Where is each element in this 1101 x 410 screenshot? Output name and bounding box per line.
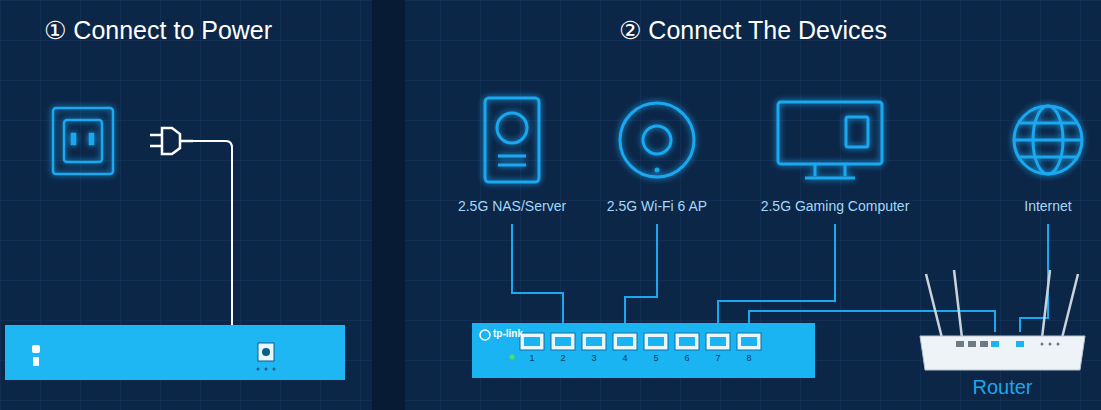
ap-drawing-svg <box>572 92 742 188</box>
router: Router <box>920 332 1085 406</box>
ap-drawing <box>572 92 742 188</box>
device-label: Internet <box>963 198 1101 214</box>
port-number: 7 <box>708 353 728 363</box>
switch-ports <box>472 323 815 378</box>
port-number: 8 <box>739 353 759 363</box>
port-number: 3 <box>584 353 604 363</box>
pc-drawing-svg <box>745 92 925 188</box>
brand-logo: tp-link <box>493 328 523 339</box>
nas-drawing <box>427 92 597 188</box>
cable-line <box>625 224 657 323</box>
nas-server-icon: 2.5G NAS/Server <box>427 92 597 224</box>
port-number: 2 <box>553 353 573 363</box>
switch-ports-svg <box>472 323 815 378</box>
port-number: 4 <box>615 353 635 363</box>
port-number: 1 <box>522 353 542 363</box>
gaming-computer-icon: 2.5G Gaming Computer <box>745 92 925 224</box>
network-switch: tp-link 1 2 3 4 5 6 7 8 <box>472 323 815 378</box>
port-number: 6 <box>677 353 697 363</box>
step-heading: ① Connect to Power <box>44 16 272 45</box>
step-heading: ② Connect The Devices <box>619 16 887 45</box>
port-number: 5 <box>646 353 666 363</box>
device-label: 2.5G Gaming Computer <box>745 198 925 214</box>
nas-drawing-svg <box>427 92 597 188</box>
cable-line <box>718 224 835 323</box>
globe-drawing-svg <box>963 92 1101 188</box>
device-label: 2.5G Wi-Fi 6 AP <box>572 198 742 214</box>
globe-drawing <box>963 92 1101 188</box>
wifi-ap-icon: 2.5G Wi-Fi 6 AP <box>572 92 742 224</box>
cable-line <box>512 224 563 323</box>
router-drawing <box>920 332 1085 372</box>
pc-drawing <box>745 92 925 188</box>
router-svg <box>920 332 1085 372</box>
internet-globe-icon: Internet <box>963 92 1101 224</box>
device-label: 2.5G NAS/Server <box>427 198 597 214</box>
router-label: Router <box>920 376 1085 399</box>
